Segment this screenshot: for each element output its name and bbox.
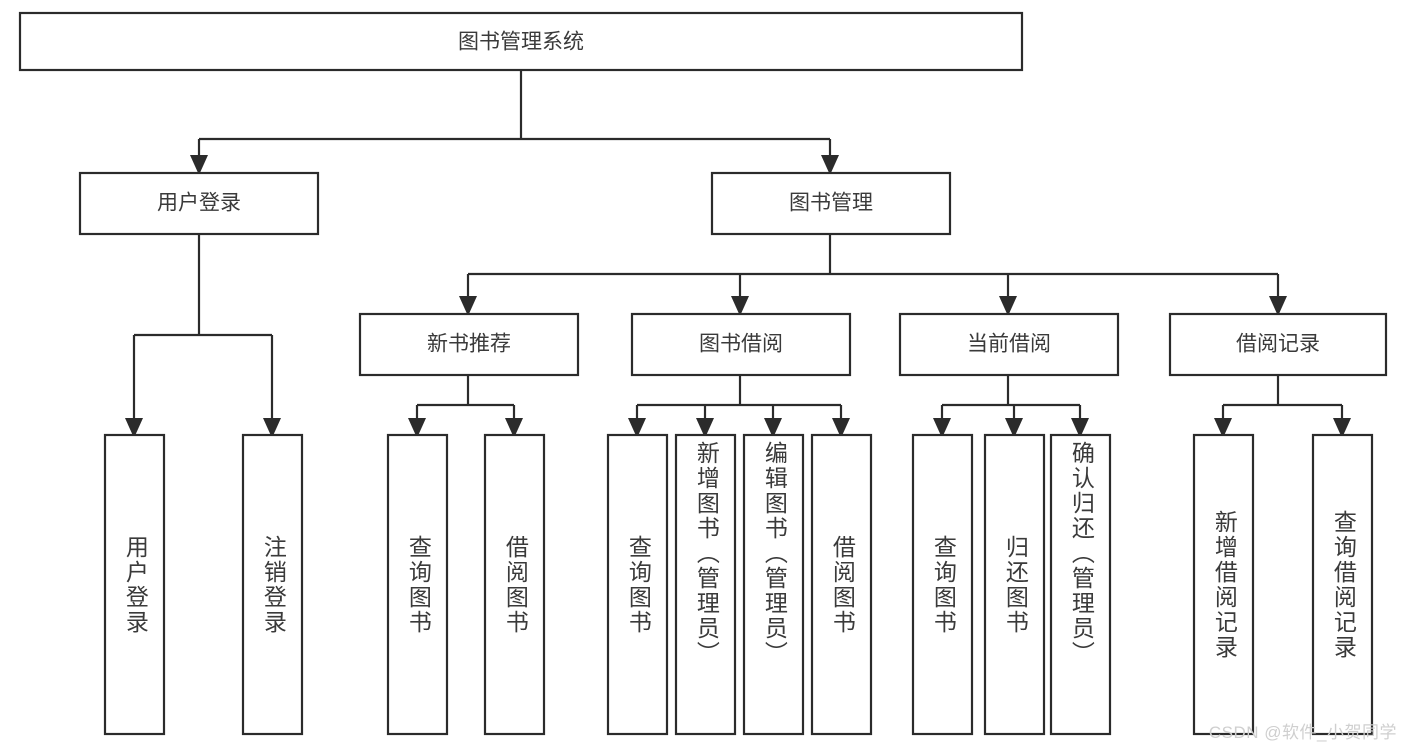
- node-new-book-recommend[interactable]: 新书推荐: [358, 312, 580, 377]
- arrow-icon-newbook-to-leaf-2: [505, 418, 523, 438]
- arrow-icon-newbook-to-leaf-1: [408, 418, 426, 438]
- arrow-icon-currentborrow-to-leaf-3: [1071, 418, 1089, 438]
- node-new-book-recommend-label: 新书推荐: [427, 333, 511, 356]
- node-book-borrow-box[interactable]: [630, 312, 852, 377]
- leaf-user-login-box[interactable]: [103, 433, 166, 736]
- arrow-icon-bookmgmt-to-book-borrow: [731, 296, 749, 316]
- leaf-return-book-box[interactable]: [983, 433, 1046, 736]
- arrow-icon-userlogin-to-leaf-1: [125, 418, 143, 438]
- node-current-borrow[interactable]: 当前借阅: [898, 312, 1120, 377]
- leaf-add-book-box[interactable]: [674, 433, 737, 736]
- arrow-icon-bookmgmt-to-current-borrow: [999, 296, 1017, 316]
- arrow-icon-userlogin-to-leaf-2: [263, 418, 281, 438]
- node-root-box[interactable]: [18, 11, 1024, 72]
- leaf-borrow-book-2-box[interactable]: [810, 433, 873, 736]
- node-borrow-record-label: 借阅记录: [1236, 333, 1320, 356]
- arrowhead-layer: [125, 155, 1351, 438]
- arrow-icon-bookmgmt-to-borrow-record: [1269, 296, 1287, 316]
- leaf-query-book-2-box[interactable]: [606, 433, 669, 736]
- arrow-icon-bookborrow-to-leaf-1: [628, 418, 646, 438]
- node-book-borrow-label: 图书借阅: [699, 333, 783, 356]
- arrow-icon-bookmgmt-to-new-book: [459, 296, 477, 316]
- leaf-query-book-1-box[interactable]: [386, 433, 449, 736]
- leaf-edit-book-box[interactable]: [742, 433, 805, 736]
- node-book-management-box[interactable]: [710, 171, 952, 236]
- node-user-login-box[interactable]: [78, 171, 320, 236]
- leaf-logout-box[interactable]: [241, 433, 304, 736]
- node-book-management-label: 图书管理: [789, 192, 873, 215]
- arrow-icon-root-to-book-management: [821, 155, 839, 175]
- node-borrow-record[interactable]: 借阅记录: [1168, 312, 1388, 377]
- node-user-login[interactable]: 用户登录: [78, 171, 320, 236]
- node-root[interactable]: 图书管理系统: [18, 11, 1024, 72]
- node-current-borrow-label: 当前借阅: [967, 333, 1051, 356]
- node-root-label: 图书管理系统: [458, 31, 584, 54]
- leaf-query-book-3-box[interactable]: [911, 433, 974, 736]
- leaf-node-boxes: [103, 433, 1374, 736]
- node-book-borrow[interactable]: 图书借阅: [630, 312, 852, 377]
- arrow-icon-bookborrow-to-leaf-2: [696, 418, 714, 438]
- arrow-icon-bookborrow-to-leaf-3: [764, 418, 782, 438]
- leaf-add-record-box[interactable]: [1192, 433, 1255, 736]
- node-user-login-label: 用户登录: [157, 192, 241, 215]
- node-borrow-record-box[interactable]: [1168, 312, 1388, 377]
- arrow-icon-borrowrecord-to-leaf-2: [1333, 418, 1351, 438]
- arrow-icon-currentborrow-to-leaf-1: [933, 418, 951, 438]
- node-new-book-recommend-box[interactable]: [358, 312, 580, 377]
- arrow-icon-currentborrow-to-leaf-2: [1005, 418, 1023, 438]
- node-current-borrow-box[interactable]: [898, 312, 1120, 377]
- leaf-borrow-book-1-box[interactable]: [483, 433, 546, 736]
- leaf-query-record-box[interactable]: [1311, 433, 1374, 736]
- arrow-icon-borrowrecord-to-leaf-1: [1214, 418, 1232, 438]
- leaf-confirm-return-box[interactable]: [1049, 433, 1112, 736]
- arrow-icon-root-to-user-login: [190, 155, 208, 175]
- arrow-icon-bookborrow-to-leaf-4: [832, 418, 850, 438]
- node-book-management[interactable]: 图书管理: [710, 171, 952, 236]
